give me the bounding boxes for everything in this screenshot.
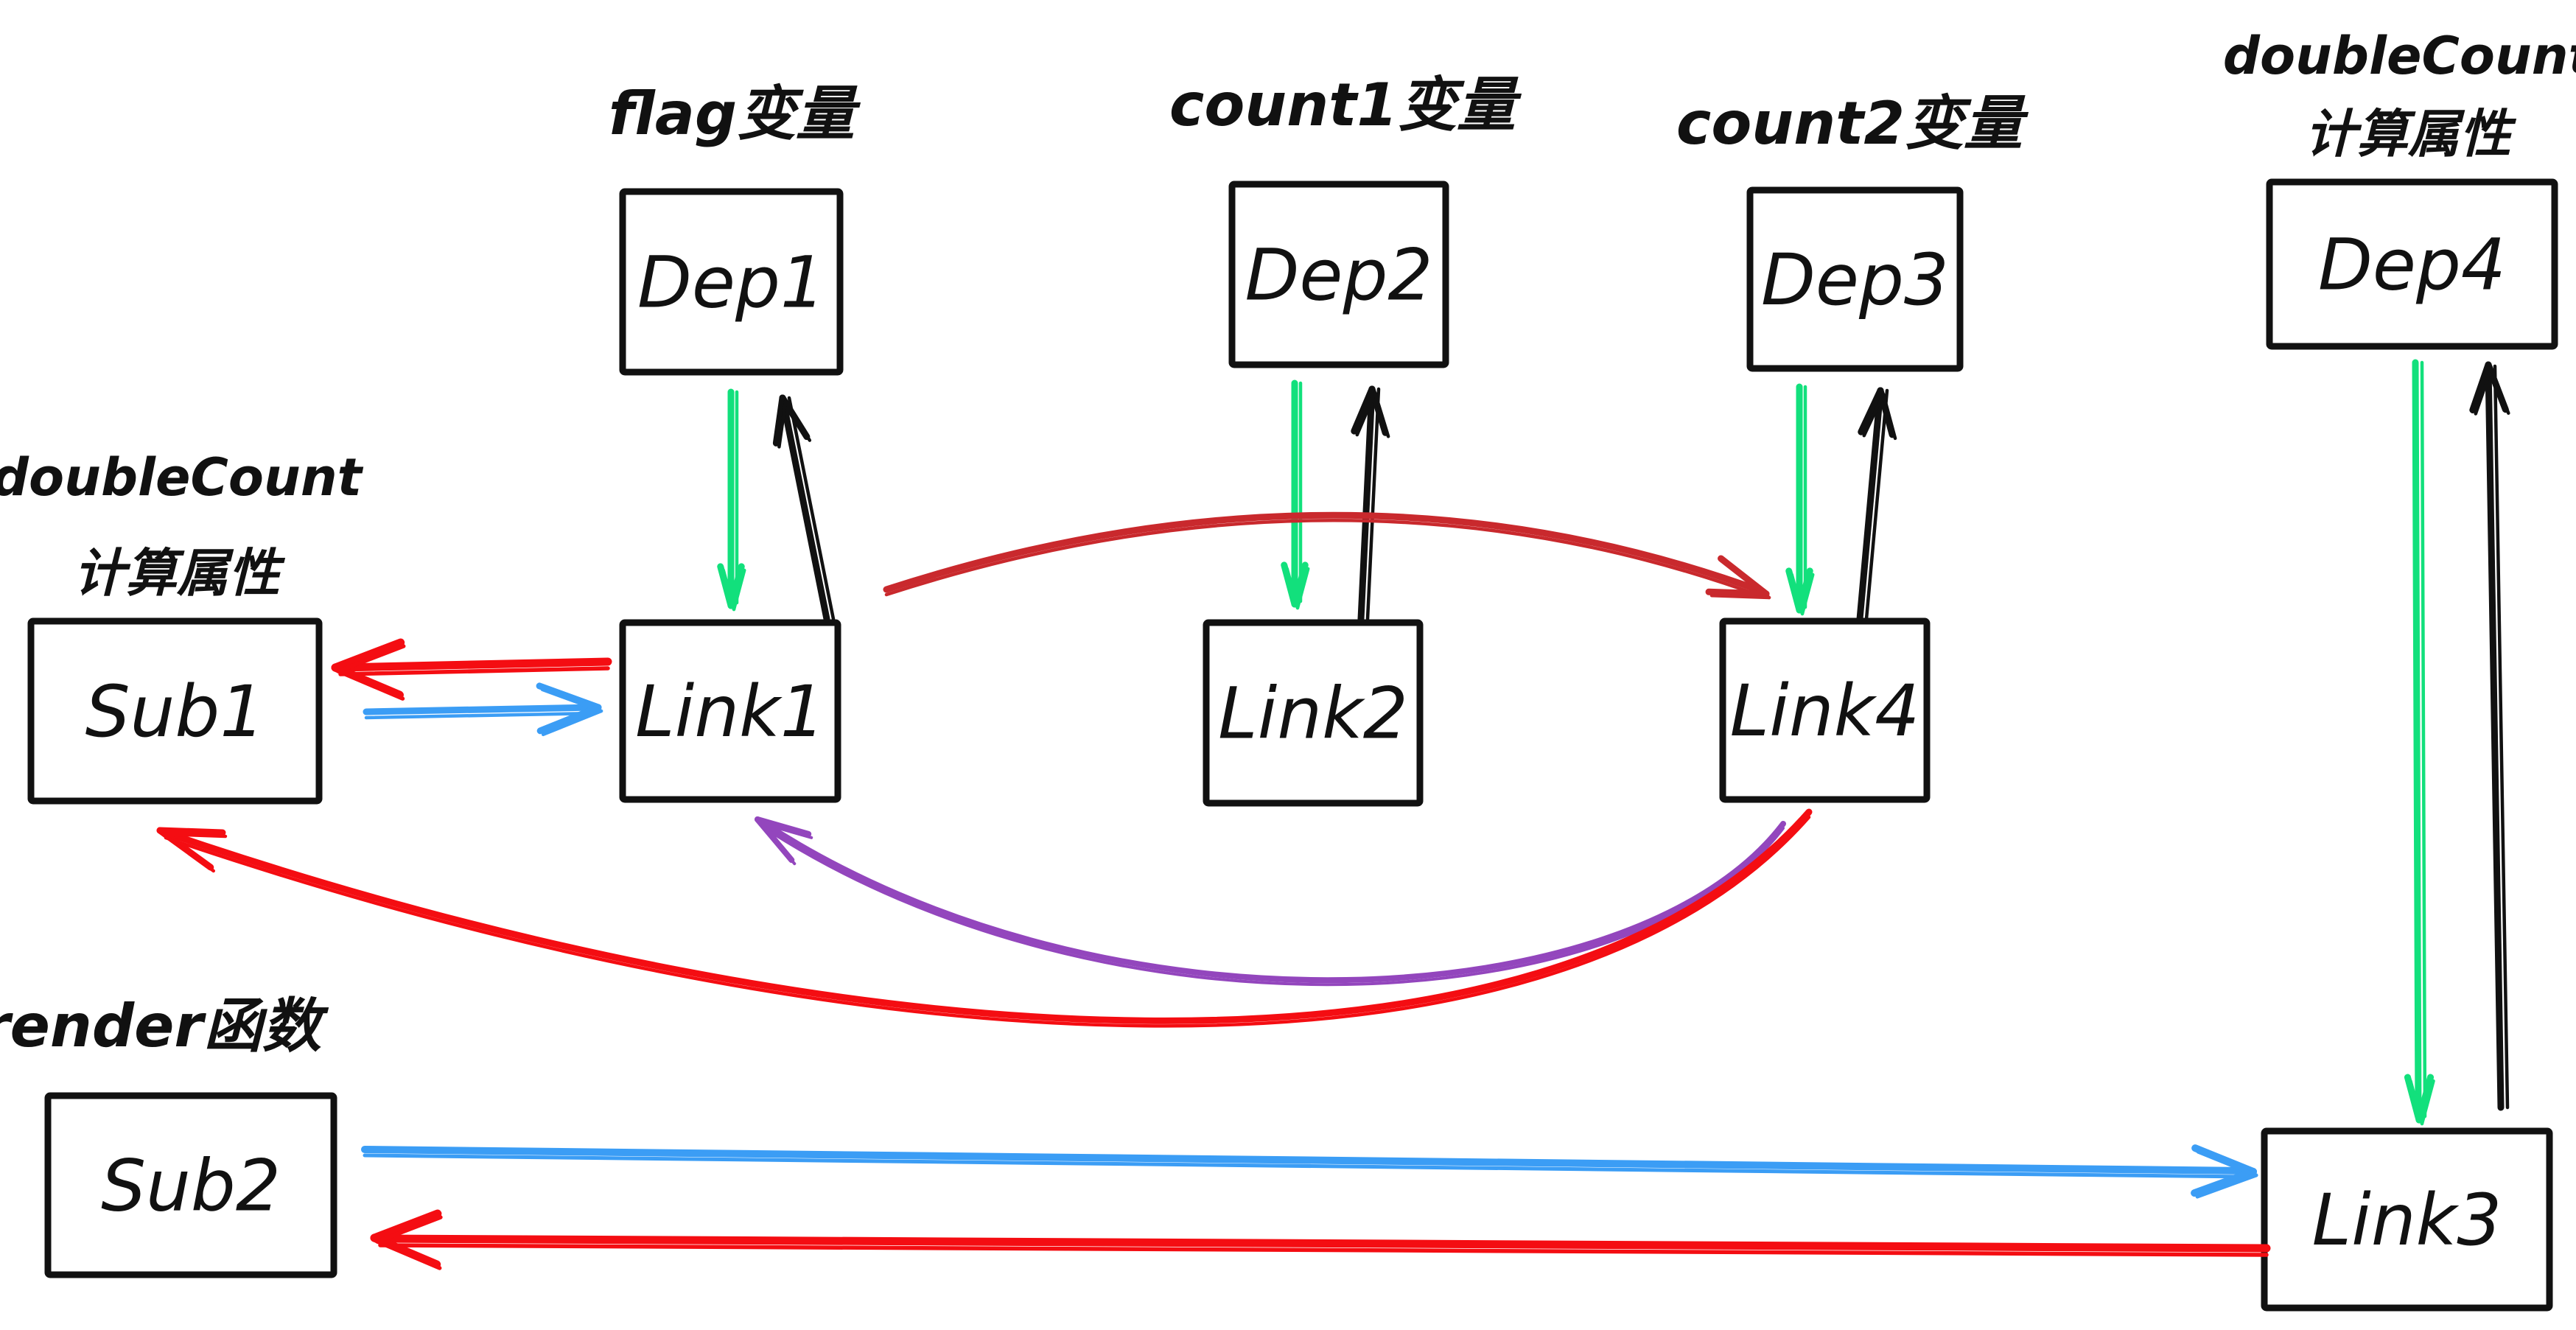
node-dep3-label: Dep3: [1761, 239, 1949, 321]
arrow-dep1-to-link1: [717, 388, 746, 612]
node-link2-box: [1203, 619, 1424, 807]
node-link3: Link3: [2261, 1127, 2553, 1312]
arrow-link3-to-sub2: [370, 1209, 2271, 1270]
node-dep1-box: [619, 188, 844, 376]
arrow-link4-to-dep3: [1856, 387, 1897, 623]
node-dep4-box: [2266, 178, 2558, 350]
node-sub2-label: Sub2: [101, 1145, 281, 1228]
node-sub2-box: [44, 1092, 337, 1278]
node-dep1: Dep1: [619, 188, 844, 376]
arrow-link4-to-sub1: [156, 808, 1813, 1028]
arrow-dep3-to-link4: [1785, 383, 1815, 616]
node-sub1-label: Sub1: [85, 671, 265, 753]
label-count1-variable: count1变量: [1169, 71, 1522, 139]
node-link3-box: [2261, 1127, 2553, 1312]
node-link1: Link1: [619, 619, 841, 803]
arrow-sub2-to-link3: [361, 1144, 2258, 1199]
node-dep4: Dep4: [2266, 178, 2558, 350]
node-dep4-label: Dep4: [2318, 224, 2506, 307]
arrow-link3-to-dep4: [2469, 361, 2510, 1111]
node-sub1-box: [27, 617, 323, 805]
node-link4: Link4: [1719, 617, 1931, 803]
arrow-link1-to-link4: [883, 511, 1771, 600]
node-link2-label: Link2: [1218, 673, 1408, 755]
node-link2: Link2: [1203, 619, 1424, 807]
node-dep3: Dep3: [1746, 186, 1964, 372]
label-count2-variable: count2变量: [1676, 89, 2029, 158]
node-link1-label: Link1: [635, 671, 825, 753]
node-link4-label: Link4: [1730, 670, 1920, 752]
node-dep2-label: Dep2: [1245, 234, 1433, 317]
node-dep2-box: [1228, 181, 1449, 368]
node-link4-box: [1719, 617, 1931, 803]
label-render-function: render函数: [0, 992, 329, 1060]
arrow-link1-to-sub1: [331, 638, 612, 701]
node-link1-box: [619, 619, 841, 803]
arrow-dep4-to-link3: [2404, 359, 2435, 1126]
node-dep1-label: Dep1: [637, 242, 825, 324]
node-sub2: Sub2: [44, 1092, 337, 1278]
arrow-link2-to-dep2: [1351, 385, 1390, 623]
arrow-link1-to-dep1: [772, 394, 836, 623]
arrow-sub1-to-link1: [363, 682, 603, 737]
node-sub1: Sub1: [27, 617, 323, 805]
arrow-dep2-to-link2: [1281, 379, 1310, 610]
label-flag-variable: flag变量: [609, 80, 861, 148]
node-dep3-box: [1746, 186, 1964, 372]
node-dep2: Dep2: [1228, 181, 1449, 368]
node-link3-label: Link3: [2312, 1179, 2502, 1261]
